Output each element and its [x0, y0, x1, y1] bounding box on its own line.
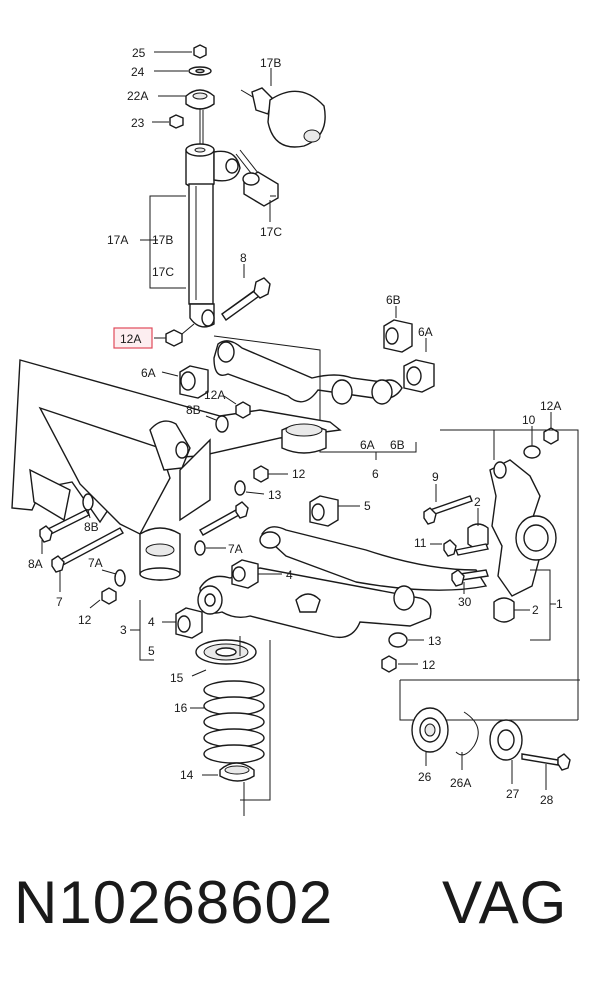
- label-26: 26: [418, 770, 432, 784]
- label-12-right: 12: [422, 658, 436, 672]
- bushing-17c: [242, 171, 279, 222]
- label-4-low: 4: [148, 615, 155, 629]
- suspension-exploded-diagram: 25 24 22A 23 17B 17A 17B 17C 17C 8 6A 6B…: [11, 44, 580, 816]
- coil-spring-group: [190, 636, 271, 816]
- label-28: 28: [540, 793, 554, 807]
- part-number-caption: N10268602: [14, 869, 334, 936]
- label-6: 6: [372, 467, 379, 481]
- label-13-mid: 13: [268, 488, 282, 502]
- label-4-mid: 4: [286, 568, 293, 582]
- subframe-fasteners: [39, 395, 360, 609]
- label-1: 1: [556, 597, 563, 611]
- label-26a: 26A: [450, 776, 471, 790]
- wheel-bearing-housing: [399, 412, 580, 721]
- label-10: 10: [522, 413, 536, 427]
- label-6b-top: 6B: [386, 293, 401, 307]
- label-5-low: 5: [148, 644, 155, 658]
- ball-joint-17b: [235, 68, 326, 183]
- label-2-low: 2: [532, 603, 539, 617]
- label-6a-left: 6A: [141, 366, 156, 380]
- label-17c-right: 17C: [260, 225, 282, 239]
- label-23: 23: [131, 116, 145, 130]
- label-12a-highlighted: 12A: [120, 332, 141, 346]
- subframe: [11, 359, 342, 535]
- label-27: 27: [506, 787, 520, 801]
- label-14: 14: [180, 768, 194, 782]
- label-16: 16: [174, 701, 188, 715]
- label-6b-bottom: 6B: [390, 438, 405, 452]
- part-labels: 25 24 22A 23 17B 17A 17B 17C 17C 8 6A 6B…: [28, 46, 563, 807]
- label-17b-top: 17B: [260, 56, 281, 70]
- label-17b: 17B: [152, 233, 173, 247]
- label-17a: 17A: [107, 233, 128, 247]
- label-6a-bottom: 6A: [360, 438, 375, 452]
- upper-control-arms: [161, 306, 494, 460]
- label-7: 7: [56, 595, 63, 609]
- lower-control-arm: [130, 526, 488, 673]
- label-17c: 17C: [152, 265, 174, 279]
- label-13-right: 13: [428, 634, 442, 648]
- label-25: 25: [132, 46, 146, 60]
- label-8b-low: 8B: [84, 520, 99, 534]
- hub-parts: [411, 707, 571, 790]
- label-6a-top: 6A: [418, 325, 433, 339]
- label-8a: 8A: [28, 557, 43, 571]
- label-12a-right: 12A: [540, 399, 561, 413]
- label-22a: 22A: [127, 89, 148, 103]
- bolt-8-and-nut-12a: [154, 264, 271, 347]
- label-24: 24: [131, 65, 145, 79]
- label-8-top: 8: [240, 251, 247, 265]
- label-12-mid: 12: [292, 467, 306, 481]
- label-11: 11: [414, 536, 427, 550]
- highlight-box-12a: [113, 327, 153, 349]
- label-3: 3: [120, 623, 127, 637]
- label-7a-mid: 7A: [228, 542, 243, 556]
- label-2-top: 2: [474, 495, 481, 509]
- label-12a-mid: 12A: [204, 388, 225, 402]
- label-15: 15: [170, 671, 184, 685]
- label-9: 9: [432, 470, 439, 484]
- shock-absorber-group: [140, 44, 241, 328]
- brand-caption: VAG: [442, 869, 568, 936]
- label-5: 5: [364, 499, 371, 513]
- label-8b-mid: 8B: [186, 403, 201, 417]
- label-7a-left: 7A: [88, 556, 103, 570]
- label-12-left: 12: [78, 613, 92, 627]
- label-30: 30: [458, 595, 472, 609]
